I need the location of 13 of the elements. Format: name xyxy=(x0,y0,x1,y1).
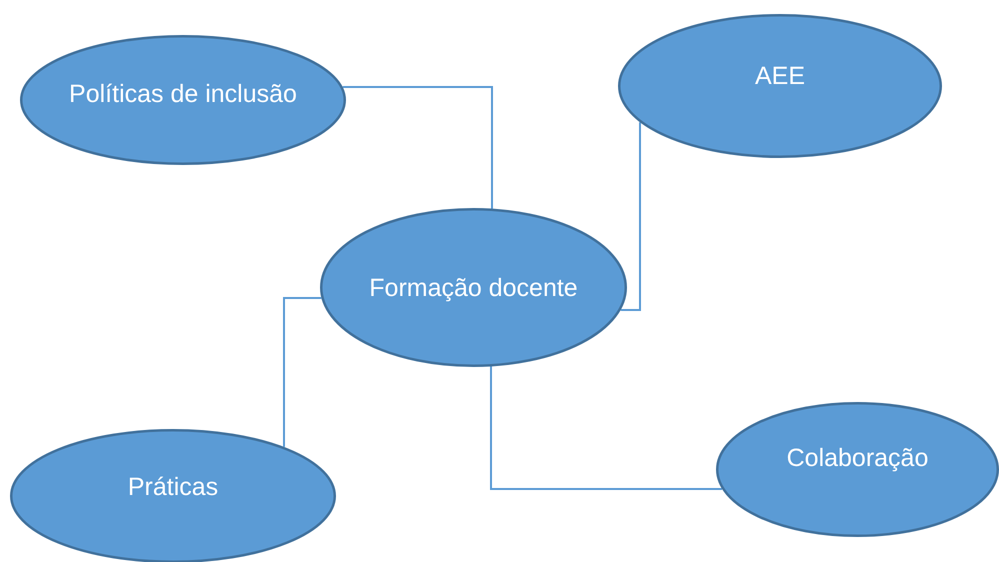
connector-line xyxy=(283,297,322,447)
connector-line xyxy=(342,86,493,209)
connector-line xyxy=(490,366,722,490)
node-label: Políticas de inclusão xyxy=(69,79,297,110)
ellipse-node xyxy=(618,14,942,158)
node-label: Práticas xyxy=(128,472,218,503)
node-label: AEE xyxy=(754,61,806,92)
ellipse-node xyxy=(320,208,627,367)
ellipse-node xyxy=(20,35,346,165)
connector-line xyxy=(620,122,641,311)
node-label: Formação docente xyxy=(369,272,578,304)
node-label: Colaboração xyxy=(786,442,928,474)
ellipse-node xyxy=(716,402,999,537)
